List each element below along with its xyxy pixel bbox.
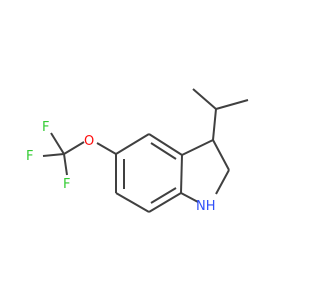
bond-c3a-c4	[148, 133, 183, 156]
atom-label-f3: F	[63, 177, 70, 192]
atom-label-f1: F	[42, 120, 49, 135]
bond-c3-c2	[212, 139, 230, 171]
atom-label-f2: F	[26, 149, 33, 164]
bond-c4-c4-double	[150, 142, 177, 160]
atom-label-o: O	[84, 134, 94, 149]
bond-c3-c3a	[181, 139, 214, 156]
bond-c3a-c7a	[180, 154, 183, 194]
bond-cf3-f3	[63, 153, 68, 176]
molecule-drawing: F F F O NH	[26, 88, 249, 214]
atom-label-nh: NH	[196, 199, 216, 214]
bond-isopropyl-ring	[212, 108, 217, 141]
bond-c6-c7	[115, 192, 150, 213]
bond-isopropyl-left	[192, 88, 217, 110]
bond-cf3-f1	[50, 132, 65, 155]
structure-canvas: F F F O NH	[26, 88, 249, 214]
bond-c7-c7a	[148, 192, 182, 213]
bond-n-c7a	[180, 192, 199, 203]
bond-o-cf3	[63, 141, 85, 155]
bond-c2-n	[215, 169, 230, 195]
bond-cf3-f2	[42, 153, 65, 157]
bond-c5-o	[96, 142, 117, 155]
bond-isopropyl-right	[215, 99, 249, 110]
bond-c4-c5	[115, 133, 150, 155]
bond-c7-c7a-double	[150, 187, 177, 204]
